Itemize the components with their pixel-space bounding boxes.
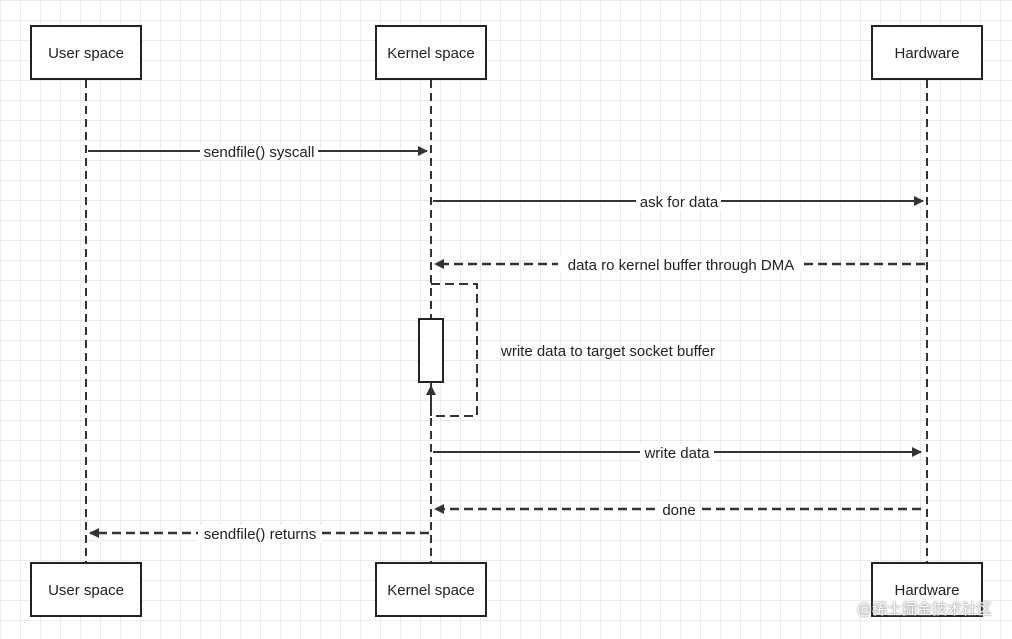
kernel-space-box-bottom[interactable]: Kernel space bbox=[375, 562, 487, 617]
kernel-activation-bar bbox=[418, 318, 444, 383]
message-label-write-data: write data bbox=[643, 445, 710, 462]
message-done[interactable]: done bbox=[434, 501, 921, 519]
message-write-data[interactable]: write data bbox=[433, 444, 922, 462]
message-label-sendfile-syscall: sendfile() syscall bbox=[204, 144, 315, 161]
user-space-box-top[interactable]: User space bbox=[30, 25, 142, 80]
watermark: @稀土掘金技术社区 bbox=[856, 600, 992, 618]
kernel-space-label-top: Kernel space bbox=[387, 45, 475, 62]
message-label-ask-for-data: ask for data bbox=[640, 194, 719, 211]
message-label-write-socket-buffer: write data to target socket buffer bbox=[500, 343, 715, 360]
message-sendfile-returns[interactable]: sendfile() returns bbox=[89, 525, 429, 543]
user-space-box-bottom[interactable]: User space bbox=[30, 562, 142, 617]
kernel-space-label-bottom: Kernel space bbox=[387, 582, 475, 599]
user-space-label-bottom: User space bbox=[48, 582, 124, 599]
hardware-label-top: Hardware bbox=[894, 45, 959, 62]
message-ask-for-data[interactable]: ask for data bbox=[433, 193, 924, 211]
message-sendfile-syscall[interactable]: sendfile() syscall bbox=[88, 143, 428, 161]
user-space-label-top: User space bbox=[48, 45, 124, 62]
message-dma-transfer[interactable]: data ro kernel buffer through DMA bbox=[434, 256, 925, 274]
message-label-sendfile-returns: sendfile() returns bbox=[204, 526, 317, 543]
message-self-write-socket-buffer[interactable]: write data to target socket buffer bbox=[418, 283, 715, 417]
kernel-space-box-top[interactable]: Kernel space bbox=[375, 25, 487, 80]
message-label-done: done bbox=[662, 502, 695, 519]
hardware-box-bottom[interactable]: Hardware bbox=[871, 562, 983, 617]
hardware-label-bottom: Hardware bbox=[894, 582, 959, 599]
message-label-dma-transfer: data ro kernel buffer through DMA bbox=[568, 257, 795, 274]
hardware-box-top[interactable]: Hardware bbox=[871, 25, 983, 80]
